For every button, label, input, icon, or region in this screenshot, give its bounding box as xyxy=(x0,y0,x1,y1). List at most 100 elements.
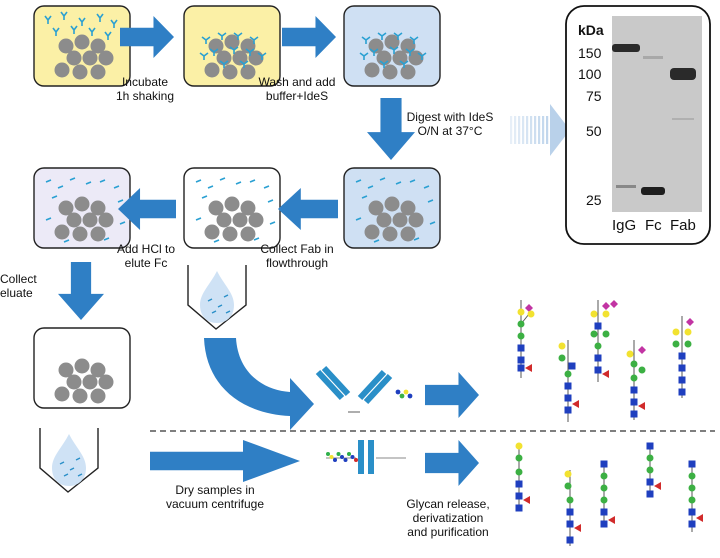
fragment-icon xyxy=(99,179,106,183)
lane-label-fab: Fab xyxy=(670,217,696,234)
hexnac-square xyxy=(630,398,638,406)
faded-arrow-stripe xyxy=(542,116,545,144)
faded-arrow-stripe xyxy=(534,116,537,144)
bead xyxy=(216,212,232,228)
hexnac-square xyxy=(515,492,523,500)
arrow-add-hcl xyxy=(118,188,176,230)
galactose-circle xyxy=(558,342,566,350)
sialic-diamond xyxy=(602,302,610,310)
mannose-circle xyxy=(600,496,608,504)
antibody-icon xyxy=(399,60,409,68)
mannose-circle xyxy=(515,468,523,476)
fab-fragment-icon xyxy=(315,365,413,413)
bead xyxy=(90,38,106,54)
fucose-triangle xyxy=(523,496,530,504)
bead xyxy=(72,64,88,80)
fragment-icon xyxy=(267,199,274,203)
fragment-icon xyxy=(409,179,416,183)
antibody-icon xyxy=(249,36,259,44)
fragment-icon xyxy=(361,195,368,199)
faded-arrow-stripe xyxy=(514,116,517,144)
bead xyxy=(66,374,82,390)
bead xyxy=(248,212,264,228)
antibody-icon xyxy=(110,19,118,28)
antibody-icon xyxy=(70,25,78,34)
faded-arrow-head xyxy=(550,104,570,156)
antibody-icon xyxy=(209,48,219,56)
fucose-triangle xyxy=(654,482,661,490)
hexnac-square xyxy=(646,442,654,450)
collection-tube xyxy=(187,265,247,330)
antibody-icon xyxy=(377,32,387,40)
mannose-circle xyxy=(630,360,638,368)
fragment-icon xyxy=(59,461,65,465)
antibody-icon xyxy=(233,32,243,40)
fc-fragment-icon xyxy=(326,440,406,474)
fab-glycan-dot xyxy=(403,389,409,395)
mannose-circle xyxy=(688,496,696,504)
hexnac-square xyxy=(678,364,686,372)
bead xyxy=(66,212,82,228)
bead xyxy=(392,212,408,228)
bead xyxy=(240,200,256,216)
band-fab-100 xyxy=(670,68,696,80)
fab-glycan-dot xyxy=(399,393,405,399)
antibody-icon xyxy=(52,27,60,36)
fragment-icon xyxy=(269,221,276,225)
fragment-icon xyxy=(103,237,110,241)
hexnac-square xyxy=(564,394,572,402)
fragment-icon xyxy=(51,195,58,199)
antibody-icon xyxy=(257,52,267,60)
hexnac-square xyxy=(566,520,574,528)
galactose-circle xyxy=(626,350,634,358)
hexnac-square xyxy=(678,388,686,396)
bead xyxy=(408,212,424,228)
bead xyxy=(224,34,240,50)
tube-elute xyxy=(33,167,131,249)
bead xyxy=(232,212,248,228)
bead xyxy=(222,64,238,80)
gel-unit-label: kDa xyxy=(578,22,604,38)
fragment-icon xyxy=(113,185,120,189)
galactose-circle xyxy=(672,328,680,336)
mannose-circle xyxy=(646,466,654,474)
antibody-icon xyxy=(245,48,255,56)
hexnac-square xyxy=(515,504,523,512)
tube-eluted xyxy=(33,327,131,409)
hexnac-square xyxy=(594,366,602,374)
bead xyxy=(364,224,380,240)
hexnac-square xyxy=(688,508,696,516)
glycan-fc-3 xyxy=(600,460,615,528)
fc-glycan-dot xyxy=(336,452,341,456)
mannose-circle xyxy=(566,496,574,504)
bead xyxy=(98,374,114,390)
bead xyxy=(54,224,70,240)
marker-100: 100 xyxy=(578,66,602,82)
galactose-circle xyxy=(515,442,523,450)
bead xyxy=(54,386,70,402)
bead xyxy=(72,388,88,404)
bead xyxy=(82,212,98,228)
faded-arrow-stripe xyxy=(546,116,549,144)
bead xyxy=(90,362,106,378)
fucose-triangle xyxy=(638,402,645,410)
lane-label-igg: IgG xyxy=(612,217,637,234)
mannose-circle xyxy=(684,340,692,348)
fc-glycan-dot xyxy=(340,455,344,459)
antibody-icon xyxy=(60,11,68,20)
marker-150: 150 xyxy=(578,45,602,61)
bead xyxy=(204,62,220,78)
antibody-icon xyxy=(379,60,389,68)
fragment-icon xyxy=(63,239,70,243)
faded-arrow-stripe xyxy=(530,116,533,144)
hexnac-square xyxy=(678,376,686,384)
bead xyxy=(364,62,380,78)
fc-glycan-dot xyxy=(347,452,351,456)
bead xyxy=(98,212,114,228)
antibody-icon xyxy=(359,52,369,60)
bead xyxy=(222,226,238,242)
antibody-icon xyxy=(393,32,403,40)
